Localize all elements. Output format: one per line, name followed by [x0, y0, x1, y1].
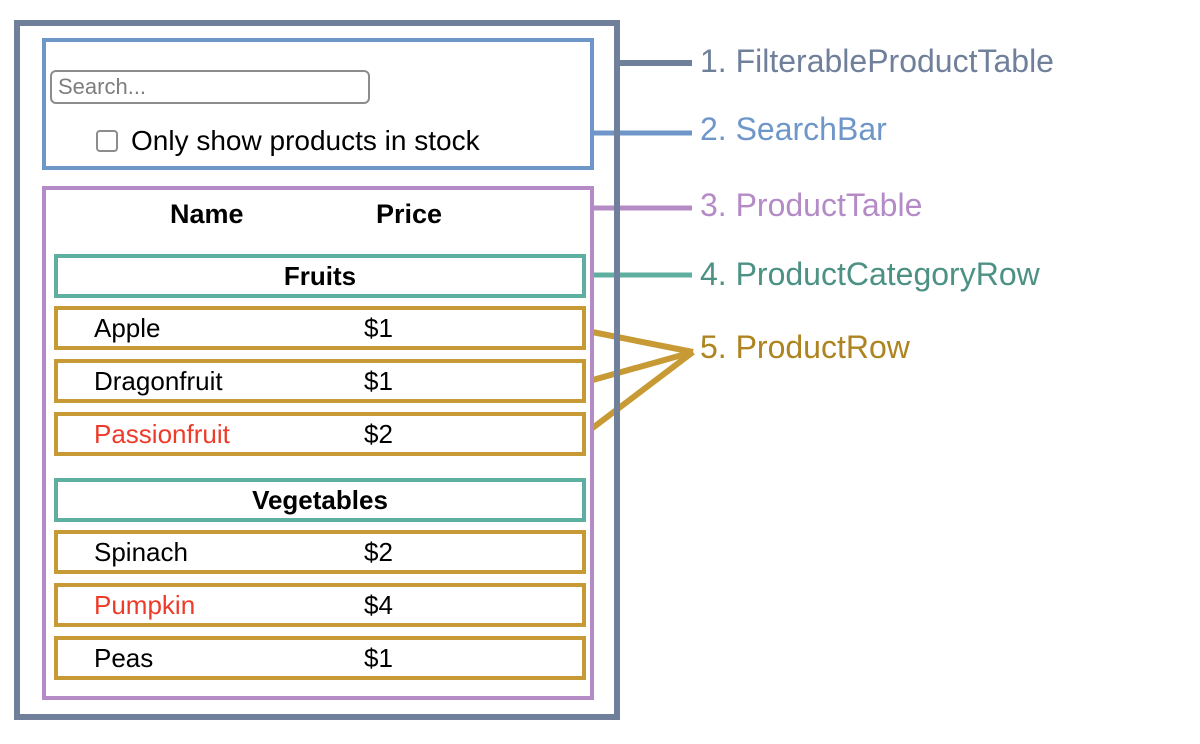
legend-item-producttable: 3. ProductTable	[700, 189, 922, 221]
column-header-name: Name	[170, 199, 244, 229]
legend-item-label: FilterableProductTable	[735, 43, 1054, 79]
search-input[interactable]	[50, 70, 370, 104]
legend-item-number: 4.	[700, 256, 736, 292]
product-name: Spinach	[94, 537, 188, 567]
legend-item-searchbar: 2. SearchBar	[700, 113, 887, 145]
product-row: Pumpkin $4	[54, 583, 586, 627]
legend-item-filterableproducttable: 1. FilterableProductTable	[700, 45, 1054, 77]
legend-item-productcategoryrow: 4. ProductCategoryRow	[700, 258, 1040, 290]
product-category-row: Vegetables	[54, 478, 586, 522]
legend-item-label: ProductRow	[735, 329, 910, 365]
product-category-label: Vegetables	[252, 485, 388, 515]
leader-line-product-row-2	[581, 349, 694, 386]
product-name: Peas	[94, 643, 154, 673]
product-row: Apple $1	[54, 306, 586, 350]
legend-item-label: SearchBar	[735, 111, 887, 147]
legend-item-number: 3.	[700, 187, 736, 223]
filterable-product-table-boundary	[14, 20, 620, 720]
legend-item-productrow: 5. ProductRow	[700, 331, 910, 363]
product-price: $2	[364, 537, 393, 567]
leader-line-product-row-3	[580, 349, 695, 439]
leader-line-product-row-1	[581, 327, 694, 355]
product-row: Dragonfruit $1	[54, 359, 586, 403]
legend-item-number: 2.	[700, 111, 736, 147]
product-table-header-row: Name Price	[56, 196, 584, 238]
product-name: Dragonfruit	[94, 366, 223, 396]
product-price: $1	[364, 366, 393, 396]
product-price: $2	[364, 419, 393, 449]
in-stock-filter-row[interactable]: Only show products in stock	[96, 126, 480, 156]
product-name: Apple	[94, 313, 161, 343]
in-stock-checkbox[interactable]	[96, 130, 118, 152]
search-bar-boundary	[42, 38, 594, 170]
product-name: Passionfruit	[94, 419, 230, 449]
product-category-row: Fruits	[54, 254, 586, 298]
in-stock-checkbox-label: Only show products in stock	[131, 125, 480, 156]
column-header-price: Price	[376, 199, 443, 229]
product-name: Pumpkin	[94, 590, 196, 620]
product-price: $4	[364, 590, 393, 620]
product-row: Spinach $2	[54, 530, 586, 574]
product-price: $1	[364, 643, 393, 673]
product-category-label: Fruits	[283, 261, 357, 291]
legend-item-label: ProductCategoryRow	[735, 256, 1040, 292]
legend-item-number: 1.	[700, 43, 736, 79]
legend-item-label: ProductTable	[735, 187, 923, 223]
product-row: Passionfruit $2	[54, 412, 586, 456]
legend-item-number: 5.	[700, 329, 736, 365]
product-row: Peas $1	[54, 636, 586, 680]
product-price: $1	[364, 313, 393, 343]
